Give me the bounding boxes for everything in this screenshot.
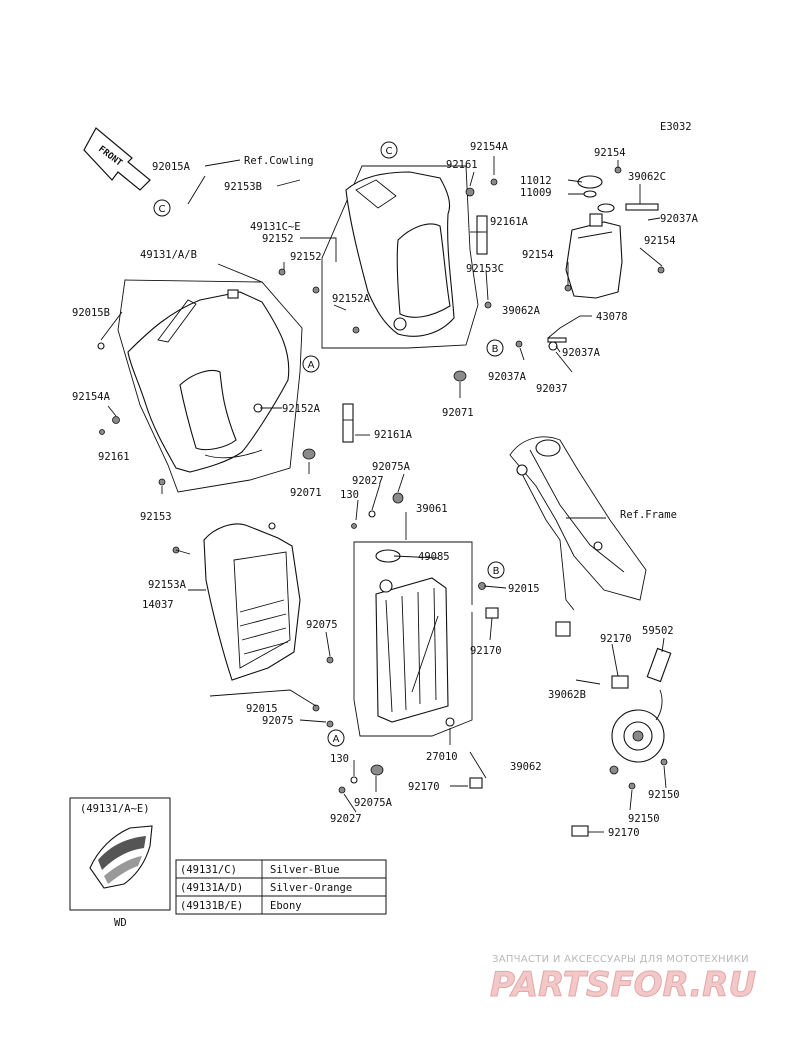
inset-title: (49131/A~E) xyxy=(80,803,150,815)
right-side-panel-drawing xyxy=(312,165,498,382)
coolant-hoses-drawing xyxy=(447,596,629,837)
circle-marker-b-mid: B xyxy=(487,561,505,579)
part-label: 92015 xyxy=(246,703,278,715)
part-label: 92037A xyxy=(660,213,699,225)
part-label: 92170 xyxy=(408,781,440,793)
part-label: 92154 xyxy=(594,147,626,159)
watermark-tagline: ЗАПЧАСТИ И АКСЕССУАРЫ ДЛЯ МОТОТЕХНИКИ xyxy=(492,954,749,965)
circle-marker-c-left: C xyxy=(153,199,171,217)
circle-marker-a-bottom: A xyxy=(327,729,345,747)
inset-box: (49131/A~E) WD xyxy=(69,797,171,929)
cooling-fan-drawing xyxy=(609,647,672,790)
part-label: 92170 xyxy=(470,645,502,657)
inset-panel-icon xyxy=(89,825,153,889)
part-label: 92075A xyxy=(372,461,411,473)
part-label: 27010 xyxy=(426,751,458,763)
part-label: 39062 xyxy=(510,761,542,773)
svg-text:C: C xyxy=(159,204,166,215)
svg-text:C: C xyxy=(386,146,393,157)
part-label: 92161 xyxy=(446,159,478,171)
part-labels: Ref.Cowling Ref.Frame 92015A 92153B 4913… xyxy=(72,141,699,839)
color-table-color: Ebony xyxy=(270,900,302,912)
part-label: 92071 xyxy=(290,487,322,499)
part-label: 11012 xyxy=(520,175,552,187)
part-label: 92075 xyxy=(262,715,294,727)
color-table-code: (49131B/E) xyxy=(180,900,243,912)
circle-marker-a-top: A xyxy=(302,355,320,373)
part-label: 92170 xyxy=(608,827,640,839)
part-label: 92150 xyxy=(648,789,680,801)
svg-text:A: A xyxy=(308,360,315,371)
part-label: 92027 xyxy=(330,813,362,825)
watermark: ЗАПЧАСТИ И АКСЕССУАРЫ ДЛЯ МОТОТЕХНИКИ PA… xyxy=(490,954,757,1006)
color-table: (49131/C) Silver-Blue (49131A/D) Silver-… xyxy=(175,859,387,915)
ref-frame-label: Ref.Frame xyxy=(620,509,677,521)
part-label: 92150 xyxy=(628,813,660,825)
part-label: 92153B xyxy=(224,181,262,193)
part-label: 92154 xyxy=(644,235,676,247)
part-label: 14037 xyxy=(142,599,174,611)
part-label: 92071 xyxy=(442,407,474,419)
part-label: 39061 xyxy=(416,503,448,515)
part-label: 92154A xyxy=(72,391,111,403)
part-label: 92152 xyxy=(290,251,322,263)
part-label: 92161A xyxy=(374,429,413,441)
part-label: 92015A xyxy=(152,161,191,173)
part-label: 92161 xyxy=(98,451,130,463)
part-label: 49131/A/B xyxy=(140,249,197,261)
part-label: 130 xyxy=(340,489,359,501)
part-label: 92037 xyxy=(536,383,568,395)
diagram-code: E3032 xyxy=(660,121,692,133)
clip-92161A-drawing xyxy=(342,215,488,443)
circle-marker-c-top: C xyxy=(380,141,398,159)
svg-text:B: B xyxy=(492,344,499,355)
ref-cowling-label: Ref.Cowling xyxy=(244,155,314,167)
radiator-shroud-drawing xyxy=(172,522,301,681)
part-label: 92152A xyxy=(332,293,371,305)
part-label: 49131C~E xyxy=(250,221,301,233)
part-label: 92153C xyxy=(466,263,504,275)
part-label: 92152A xyxy=(282,403,321,415)
svg-text:B: B xyxy=(493,566,500,577)
color-table-code: (49131/C) xyxy=(180,864,237,876)
part-label: 92037A xyxy=(488,371,527,383)
left-side-panel-drawing xyxy=(97,268,316,493)
part-label: 92015 xyxy=(508,583,540,595)
svg-text:A: A xyxy=(333,734,340,745)
frame-reference-drawing xyxy=(509,436,647,637)
part-label: 43078 xyxy=(596,311,628,323)
part-label: 92154 xyxy=(522,249,554,261)
color-table-color: Silver-Orange xyxy=(270,882,352,894)
part-label: 92152 xyxy=(262,233,294,245)
part-label: 92015B xyxy=(72,307,110,319)
color-table-code: (49131A/D) xyxy=(180,882,243,894)
part-label: 130 xyxy=(330,753,349,765)
part-label: 59502 xyxy=(642,625,674,637)
part-label: 92161A xyxy=(490,216,529,228)
part-label: 92170 xyxy=(600,633,632,645)
part-label: 92153 xyxy=(140,511,172,523)
inset-caption: WD xyxy=(114,917,127,929)
part-label: 39062C xyxy=(628,171,666,183)
part-label: 39062B xyxy=(548,689,586,701)
part-label: 92027 xyxy=(352,475,384,487)
reserve-tank-drawing xyxy=(515,166,665,351)
part-label: 92154A xyxy=(470,141,509,153)
part-label: 92153A xyxy=(148,579,187,591)
front-arrow-icon: FRONT xyxy=(83,127,151,191)
part-label: 92075A xyxy=(354,797,393,809)
part-label: 39062A xyxy=(502,305,541,317)
part-label: 92075 xyxy=(306,619,338,631)
part-label: 49085 xyxy=(418,551,450,563)
leader-lines xyxy=(100,156,667,833)
watermark-logo: PARTSFOR.RU xyxy=(490,965,756,1005)
radiator-drawing xyxy=(312,492,486,794)
part-label: 92037A xyxy=(562,347,601,359)
part-label: 11009 xyxy=(520,187,552,199)
color-table-color: Silver-Blue xyxy=(270,864,340,876)
circle-marker-b-top: B xyxy=(486,339,504,357)
